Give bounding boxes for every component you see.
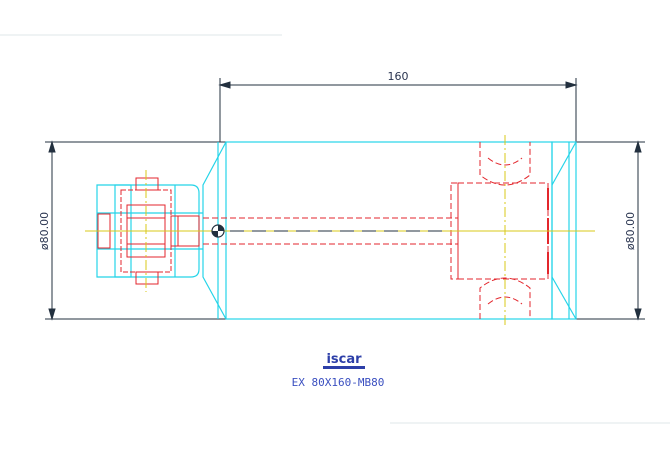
length-dimension-label: 160 [388, 70, 409, 83]
company-logo: iscar [323, 352, 365, 369]
right-arrow-bottom [634, 308, 642, 321]
dimension-arrow-right [565, 81, 578, 89]
part-number: EX 80X160-MB80 [292, 376, 385, 389]
left-arrow-bottom [48, 308, 56, 321]
flange-chamfer-top [551, 141, 577, 186]
right-diameter-label: ø80.00 [624, 212, 637, 250]
length-dimension [218, 78, 578, 142]
clamp-screw-bottom [135, 271, 159, 285]
logo-text: iscar [326, 352, 362, 367]
flange-chamfer-bottom [551, 276, 577, 320]
dimension-arrow-left [218, 81, 231, 89]
clamp-bottom [479, 277, 531, 319]
left-diameter-dimension [45, 140, 226, 321]
shank-outline [96, 184, 200, 278]
clamp-screw-top [135, 177, 159, 191]
left-arrow-top [48, 140, 56, 153]
logo-underline [323, 366, 365, 369]
right-arrow-top [634, 140, 642, 153]
left-diameter-label: ø80.00 [38, 212, 51, 250]
right-diameter-dimension [576, 140, 645, 321]
clamp-top-inner [487, 157, 523, 166]
centerlines [85, 135, 595, 325]
gauge-point-icon [211, 224, 225, 238]
